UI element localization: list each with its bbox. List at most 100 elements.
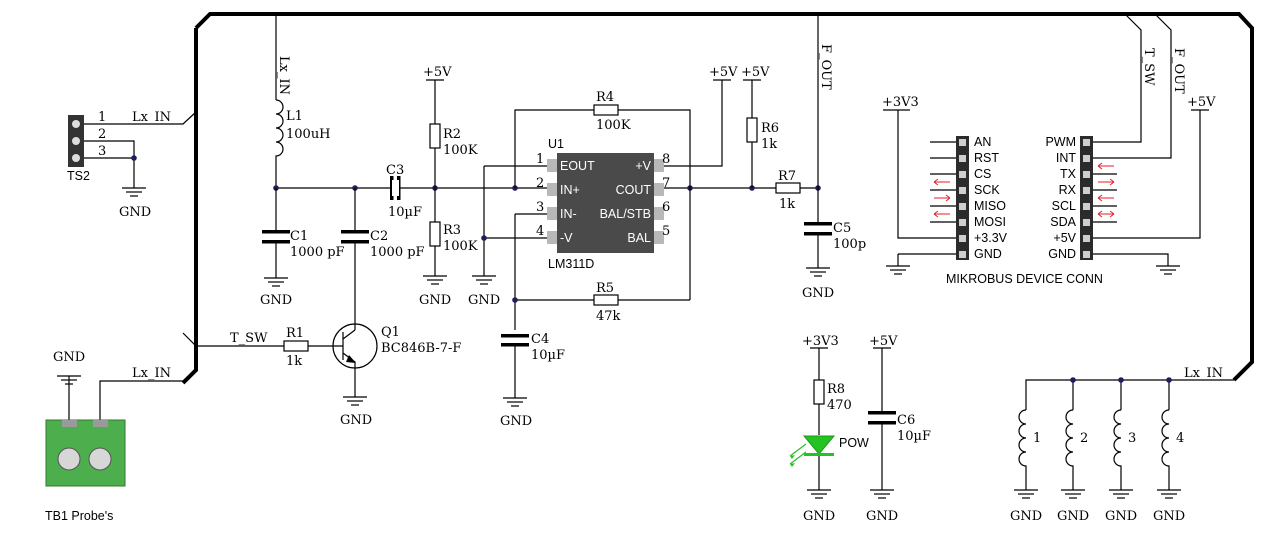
capacitor-c2: C2 1000 pF [341,188,425,330]
tb1-label: TB1 Probe's [45,509,113,523]
u1-pin-num-6: 6 [662,200,670,215]
mikrobus-pin-3v3: +3.3V [974,231,1008,245]
c5-value-label: 100p [833,237,866,252]
coil-2-label: 2 [1080,431,1088,446]
u1-pin-num-3: 3 [536,200,544,215]
mikrobus-connector: +3V3 AN RST CS SCK MISO MOSI +3.3V GND [882,13,1216,286]
mikrobus-tsw-net-label: T_SW [1141,48,1156,86]
u1-pin-num-8: 8 [662,152,670,167]
capacitor-c5: C5 100p GND [802,221,866,301]
u1-pin-name-cout: COUT [616,183,652,197]
q1-net-label: T_SW [230,331,268,346]
r8-value-label: 470 [827,398,852,413]
u1-part-label: LM311D [548,257,594,271]
tb1-gnd-label: GND [53,350,85,365]
coil-array: Lx_IN 1 2 3 4 GND GND GND GND [1010,366,1234,524]
mikrobus-pin-sda: SDA [1050,215,1076,229]
mikrobus-pin-scl: SCL [1052,199,1076,213]
q1-gnd-label: GND [340,413,372,428]
mikrobus-pin-cs: CS [974,167,991,181]
u1-pin-num-2: 2 [536,176,544,191]
l1-value-label: 100uH [286,127,331,142]
c5-gnd-label: GND [802,286,834,301]
power-led-circuit: +3V3 R8 470 POW GND [789,334,869,524]
f-out-net-label: F_OUT [818,44,833,90]
capacitor-c6: +5V C6 10µF GND [866,334,931,524]
c5-ref-label: C5 [833,221,851,236]
mikrobus-pin-5v: +5V [1053,231,1076,245]
ts2-net-label: Lx_IN [132,110,171,125]
resistor-r4: R4 100K [514,90,691,300]
c2-value-label: 1000 pF [370,245,425,260]
r3-ref-label: R3 [443,223,461,238]
r6-value-label: 1k [761,137,777,152]
pow-led-label: POW [839,436,869,450]
c4-ref-label: C4 [531,332,549,347]
ts2-pin-1 [72,120,80,128]
u1-pin-num-1: 1 [536,152,544,167]
mikrobus-3v3-label: +3V3 [882,95,919,110]
mikrobus-pin-miso: MISO [974,199,1006,213]
u1-pin-num-4: 4 [536,224,544,239]
c2-ref-label: C2 [370,229,388,244]
led-gnd-label: GND [803,509,835,524]
c3-value-label: 10µF [388,205,422,220]
u1-pin-name-eout: EOUT [560,159,595,173]
coil-1-label: 1 [1033,431,1041,446]
c1-ref-label: C1 [290,229,308,244]
board-outline [181,12,1254,385]
ts2-pin-num-3: 3 [98,144,106,159]
r7-ref-label: R7 [778,169,796,184]
c6-value-label: 10µF [897,429,931,444]
mikrobus-pin-int: INT [1056,151,1077,165]
tb1-net-label: Lx_IN [132,366,171,381]
c4-gnd-label: GND [500,414,532,429]
resistor-r6: +5V R6 1k [741,65,779,188]
mikrobus-pin-gnd-right: GND [1048,247,1076,261]
ts2-header: 1 2 3 Lx_IN TS2 GND [67,110,197,220]
r3-value-label: 100K [443,239,478,254]
u1-pin-name-bal-stb: BAL/STB [600,207,651,221]
r7-value-label: 1k [779,197,795,212]
u1-supply-label: +5V [709,65,738,80]
mikrobus-pin-rx: RX [1059,183,1077,197]
c1-gnd-label: GND [260,293,292,308]
mikrobus-pin-pwm: PWM [1045,135,1076,149]
coil-2-gnd-label: GND [1057,509,1089,524]
resistor-r7: R7 1k [775,169,801,212]
ts2-gnd-label: GND [119,205,151,220]
r8-ref-label: R8 [827,382,845,397]
u1-pin-name-in-plus: IN+ [560,183,580,197]
c3-ref-label: C3 [386,163,404,178]
r1-ref-label: R1 [286,326,304,341]
coil-net-label: Lx_IN [1184,366,1223,381]
coil-3-label: 3 [1128,431,1136,446]
r2-supply-label: +5V [423,65,452,80]
q1-ref-label: Q1 [381,325,400,340]
tb1-body [45,419,126,487]
c6-supply-label: +5V [869,334,898,349]
ts2-pin-2 [72,137,80,145]
q1-part-label: BC846B-7-F [381,341,461,356]
r6-ref-label: R6 [761,121,779,136]
u1-body [557,153,654,253]
ts2-pin-3 [72,154,80,162]
mikrobus-pin-an: AN [974,135,991,149]
capacitor-c4: C4 10µF GND [500,332,565,429]
r3-gnd-label: GND [419,293,451,308]
l1-net-label: Lx_IN [276,56,291,95]
r1-value-label: 1k [286,354,302,369]
transistor-q1: T_SW R1 1k Q1 BC846B-7-F GND [182,323,461,428]
ts2-pin-num-1: 1 [98,110,106,125]
mikrobus-fout-net-label: F_OUT [1171,48,1186,94]
ts2-ref-label: TS2 [67,169,90,183]
coil-4-gnd-label: GND [1153,509,1185,524]
u1-pin-num-5: 5 [662,224,670,239]
mikrobus-pin-rst: RST [974,151,999,165]
minus-v-gnd-label: GND [468,293,500,308]
coil-1-gnd-label: GND [1010,509,1042,524]
u1-pin-name-plus-v: +V [635,159,651,173]
u1-pin-name-in-minus: IN- [560,207,577,221]
